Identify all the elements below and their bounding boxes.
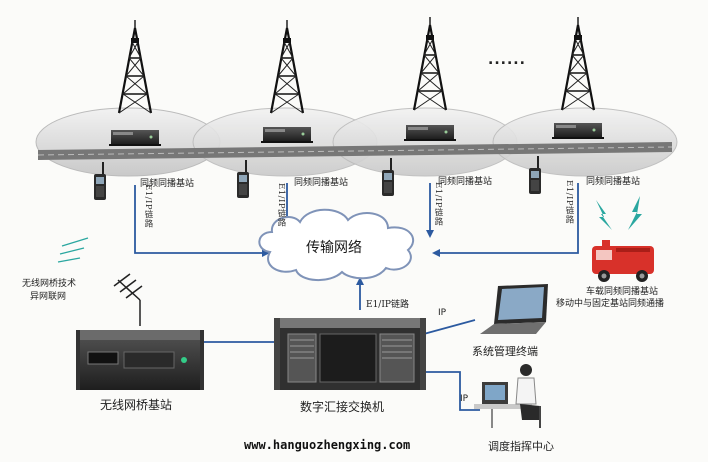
link-label: E1/IP链路 <box>143 184 153 229</box>
link-label: E1/IP链路 <box>276 183 286 228</box>
digital-switch-device <box>274 318 426 390</box>
link-label: E1/IP链路 <box>564 180 574 225</box>
base-station-label: 同频同播基站 <box>294 178 349 188</box>
mgmt-terminal-label: 系统管理终端 <box>472 345 538 358</box>
footer-url: www.hanguozhengxing.com <box>244 438 411 452</box>
e1ip-trunk-label: E1/IP链路 <box>366 300 409 310</box>
link-label: E1/IP链路 <box>433 182 443 227</box>
wireless-bridge-device <box>76 330 204 390</box>
base-station-unit-icon <box>404 125 456 141</box>
bridge-network-label: 异网联网 <box>30 292 67 302</box>
cloud-icon <box>258 208 415 281</box>
dispatch-center-label: 调度指挥中心 <box>488 440 554 453</box>
cloud-label: 传输网络 <box>306 240 362 256</box>
signal-bolt-icon <box>596 200 612 230</box>
tower-icon <box>560 15 596 112</box>
base-station-unit-icon <box>552 123 604 139</box>
fire-truck-icon <box>592 240 654 282</box>
more-stations-ellipsis: ...... <box>488 52 526 68</box>
digital-switch-label: 数字汇接交换机 <box>300 400 385 414</box>
base-station-unit-icon <box>261 127 313 143</box>
tower-icon <box>117 18 153 115</box>
dispatcher-icon <box>474 364 541 428</box>
tower-icon <box>269 18 305 115</box>
radio-wave-icon <box>57 237 89 263</box>
base-station-label: 同频同播基站 <box>438 177 493 187</box>
base-station-label: 同频同播基站 <box>586 177 641 187</box>
signal-bolt-icon <box>628 196 642 230</box>
base-station-label: 同频同播基站 <box>140 179 195 189</box>
ip-label: IP <box>438 308 447 318</box>
base-station-unit-icon <box>109 130 161 146</box>
bridge-tech-label: 无线网桥技术 <box>22 279 77 289</box>
tower-icon <box>412 15 448 112</box>
bridge-antenna-icon <box>113 273 143 326</box>
vehicle-station-desc: 移动中与固定基站同频通播 <box>556 299 665 309</box>
wireless-bridge-station-label: 无线网桥基站 <box>100 398 173 412</box>
link-lines <box>134 183 579 411</box>
vehicle-station-label: 车载同频同播基站 <box>586 287 659 297</box>
laptop-icon <box>480 284 548 334</box>
ip-label: IP <box>460 394 469 404</box>
